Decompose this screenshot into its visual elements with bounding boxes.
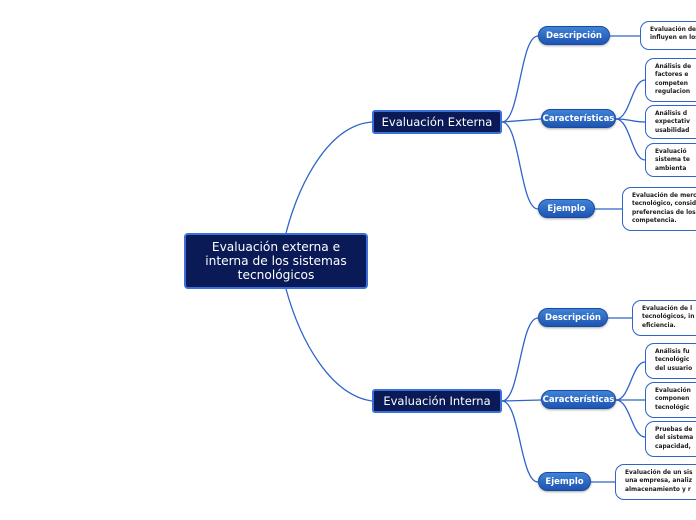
subtopic-label: Características xyxy=(542,394,615,405)
connector-internal-caracteristicas xyxy=(501,399,542,402)
root-topic[interactable]: Evaluación externa e interna de los sist… xyxy=(184,233,368,289)
subtopic-internal-ejemplo[interactable]: Ejemplo xyxy=(538,472,591,491)
leaf-external-caracteristica-1[interactable]: Análisis de factores e competen regulaci… xyxy=(645,58,696,102)
leaf-external-caracteristica-3[interactable]: Evaluació sistema te ambienta xyxy=(645,143,696,177)
leaf-external-caracteristica-2[interactable]: Análisis d expectativ usabilidad xyxy=(645,105,696,139)
subtopic-internal-caracteristicas[interactable]: Características xyxy=(541,390,616,409)
subtopic-external-descripcion[interactable]: Descripción xyxy=(538,26,610,45)
connector-internal-ejemplo xyxy=(501,400,539,483)
main-topic-external[interactable]: Evaluación Externa xyxy=(372,110,502,134)
connector-int-car-leaf-3 xyxy=(615,399,646,438)
subtopic-label: Ejemplo xyxy=(547,203,586,214)
connector-external-caracteristicas xyxy=(501,118,542,123)
connector-root-external xyxy=(285,121,373,234)
subtopic-label: Descripción xyxy=(545,312,601,323)
root-topic-label: Evaluación externa e interna de los sist… xyxy=(205,240,347,282)
subtopic-label: Ejemplo xyxy=(545,476,584,487)
connector-int-car-leaf-1 xyxy=(615,361,646,401)
leaf-internal-caracteristica-3[interactable]: Pruebas de del sistema capacidad, xyxy=(645,421,696,457)
connector-external-ejemplo xyxy=(501,121,539,210)
subtopic-label: Descripción xyxy=(546,30,602,41)
connector-ext-car-leaf-3 xyxy=(615,118,646,161)
connector-root-internal xyxy=(285,288,373,402)
subtopic-internal-descripcion[interactable]: Descripción xyxy=(538,308,608,327)
leaf-internal-caracteristica-1[interactable]: Análisis fu tecnológic del usuario xyxy=(645,343,696,379)
leaf-internal-caracteristica-2[interactable]: Evaluación componen tecnológic xyxy=(645,382,696,418)
main-topic-internal[interactable]: Evaluación Interna xyxy=(372,389,502,413)
leaf-external-ejemplo[interactable]: Evaluación de merc tecnológico, consid p… xyxy=(622,187,696,231)
connector-external-descripcion xyxy=(501,35,539,123)
connector-internal-descripcion xyxy=(501,317,539,402)
leaf-internal-ejemplo[interactable]: Evaluación de un sis una empresa, analiz… xyxy=(615,464,696,500)
main-topic-external-label: Evaluación Externa xyxy=(381,115,493,129)
subtopic-external-caracteristicas[interactable]: Características xyxy=(541,109,616,128)
leaf-external-descripcion[interactable]: Evaluación de l influyen en los s xyxy=(640,21,696,50)
leaf-internal-descripcion[interactable]: Evaluación de l tecnológicos, in eficien… xyxy=(632,300,696,336)
subtopic-label: Características xyxy=(542,113,615,124)
connector-ext-car-leaf-1 xyxy=(615,79,646,120)
main-topic-internal-label: Evaluación Interna xyxy=(383,394,491,408)
subtopic-external-ejemplo[interactable]: Ejemplo xyxy=(538,199,595,218)
